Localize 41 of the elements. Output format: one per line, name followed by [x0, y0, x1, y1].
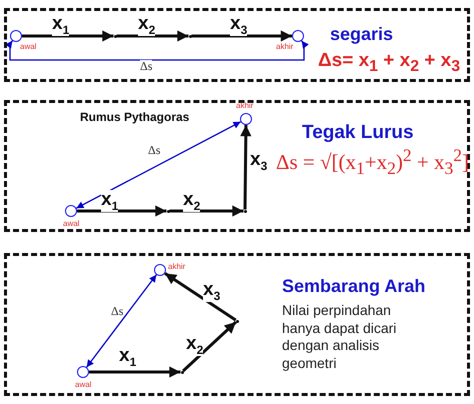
point-circle: [10, 30, 22, 42]
heading: Tegak Lurus: [302, 123, 414, 144]
vector-arrow: [182, 320, 237, 372]
heading: Sembarang Arah: [282, 277, 426, 297]
subheading: Rumus Pythagoras: [80, 111, 190, 124]
vector-arrow: [192, 30, 292, 42]
vector-arrow: [164, 272, 237, 322]
edge-label: x$_{1}$: [101, 190, 118, 212]
point-label: awal: [20, 42, 36, 51]
vector-arrow: [89, 366, 180, 378]
edge-label: Δs: [140, 60, 152, 72]
edge-label: Δs: [111, 305, 124, 317]
vector-arrow: [170, 205, 244, 217]
point-circle: [292, 30, 304, 42]
vector-arrow: [240, 124, 252, 210]
joint-dot: [180, 370, 184, 374]
joint-dot: [114, 34, 116, 38]
point-label: awal: [75, 380, 92, 389]
vector-arrow: [77, 205, 166, 217]
vector-arrow: [116, 30, 188, 42]
vector-arrow: [86, 274, 157, 368]
point-circle: [65, 205, 77, 217]
vector-arrow: [76, 121, 241, 209]
joint-dot: [166, 210, 170, 212]
vector-arrow: [5, 40, 309, 61]
formula: Δs= x$_{1}$ + x$_{2}$ + x$_{3}$: [318, 51, 460, 76]
joint-dot: [236, 320, 238, 322]
edge-label: Δs: [148, 144, 160, 156]
point-label: akhir: [276, 42, 294, 51]
point-circle: [240, 113, 252, 125]
point-circle: [154, 264, 166, 276]
formula: Δs = √[(x$_{1}$+x$_{2}$)$^{2}$ + x$_{3}$$^{2}$]: [276, 146, 469, 178]
point-label: akhir: [236, 101, 254, 110]
point-label: akhir: [168, 262, 186, 271]
description: Nilai perpindahan hanya dapat dicari dengan analisis geometri: [282, 302, 398, 372]
joint-dot: [188, 34, 192, 38]
heading: segaris: [330, 25, 394, 45]
point-label: awal: [63, 219, 80, 228]
joint-dot: [244, 210, 246, 212]
point-circle: [77, 366, 89, 378]
vector-arrow: [22, 30, 114, 42]
